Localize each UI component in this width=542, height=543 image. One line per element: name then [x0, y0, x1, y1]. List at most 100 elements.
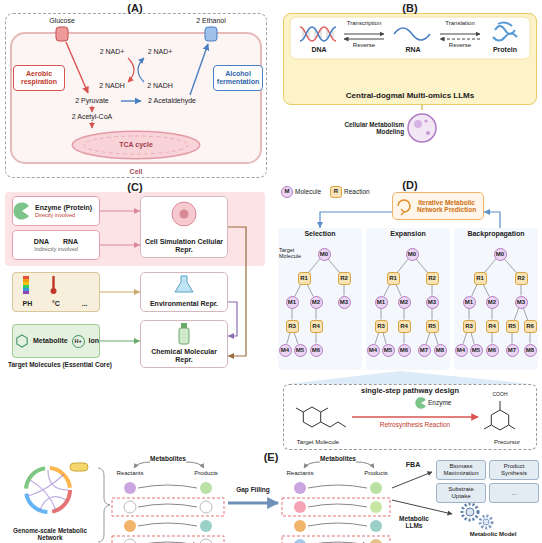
connector: [469, 309, 470, 320]
panel-b-art-part: [424, 119, 427, 122]
molecule-node: M8: [524, 344, 537, 357]
panel-e-art-part: [124, 482, 136, 494]
molecule-node: M8: [434, 344, 447, 357]
connector: [463, 332, 467, 344]
reaction-node: R2: [515, 272, 528, 285]
panel-e-art-part: [370, 520, 382, 532]
node-text: R2: [340, 275, 348, 281]
node-text: Ion: [89, 337, 100, 345]
panel-d-art-part: [282, 187, 293, 198]
panel-d-art-part: [401, 209, 404, 215]
reaction-node: R1: [387, 272, 400, 285]
node-text: Cell Simulation Cellular Repr.: [144, 238, 224, 254]
label: Protein: [487, 46, 523, 54]
node-text: M4: [281, 347, 289, 353]
panel-c-art-part: [140, 196, 228, 258]
label: Products: [356, 470, 396, 477]
node-text: Selection: [304, 230, 335, 238]
panel-d-art-part: [288, 371, 532, 384]
panel-e-art-part: [294, 501, 306, 513]
node-text: R1: [476, 275, 484, 281]
panel-e-art-part: [462, 504, 478, 520]
node-text: R2: [428, 275, 436, 281]
representation-box: Chemical Molecular Repr.: [140, 320, 228, 368]
node-text: R6: [526, 323, 534, 329]
label: Translation: [438, 20, 482, 27]
molecule-node: M4: [367, 344, 380, 357]
molecule-node: M1: [375, 296, 388, 309]
panel-e-art-part: [26, 468, 70, 512]
network-node: Genome-scale Metabolic Network: [4, 462, 96, 542]
node-text: TCA cycle: [119, 141, 153, 149]
label: M: [281, 188, 293, 195]
panel-e-art-part: [370, 501, 382, 513]
node-text: M6: [488, 347, 496, 353]
label: Products: [186, 470, 226, 477]
connector: [100, 291, 140, 292]
panel-e-art-part: [304, 462, 320, 468]
molecule-node: M6: [398, 344, 411, 357]
panel-b-art-part: [300, 27, 336, 41]
panel-d-art-part: [484, 401, 515, 429]
panel-d-art-part: [392, 192, 484, 220]
connector: [100, 244, 140, 245]
panel-c-art-part: [181, 323, 187, 328]
connector: [492, 309, 493, 320]
panel-c-art-part: [13, 202, 29, 219]
panel-e-art-part: [26, 468, 70, 512]
node-text: M2: [400, 299, 408, 305]
panel-e-art-part: [26, 468, 70, 512]
panel-b-art-part: [394, 28, 430, 40]
panel-d-art-part: [415, 397, 426, 409]
objective-box: ...: [489, 483, 539, 503]
node-text: R1: [300, 275, 308, 281]
connector: [404, 309, 405, 320]
label: Reverse: [344, 42, 384, 49]
connector: [295, 284, 301, 296]
representation-box: Cell Simulation Cellular Repr.: [140, 196, 228, 258]
molecule-node: M0: [318, 248, 331, 261]
reaction-node: R4: [398, 320, 411, 333]
connector: [432, 309, 433, 320]
node-text: Cellular Metabolism Modeling: [330, 121, 404, 135]
label: 2 NAD+: [143, 48, 177, 56]
node-text: Backpropagation: [467, 230, 524, 238]
panel-c-art-part: [12, 230, 100, 260]
cell-icon-node: Cellular Metabolism Modeling: [330, 110, 440, 146]
node-text: Aerobic respiration: [16, 70, 62, 86]
node-text: R5: [508, 323, 516, 329]
reaction-node: R1: [474, 272, 487, 285]
label: DNA: [304, 46, 334, 54]
molecule-node: M5: [470, 344, 483, 357]
panel-d-art-part: [491, 410, 508, 430]
connector: [375, 332, 379, 344]
molecule-node: M4: [455, 344, 468, 357]
connector: [523, 308, 527, 320]
connector: [471, 332, 474, 344]
node-text: M3: [428, 299, 436, 305]
panel-b-art-part: [493, 22, 517, 40]
node-text: Alcohol fermentation: [216, 70, 260, 86]
connector: [434, 332, 438, 344]
reaction-node: R3: [286, 320, 299, 333]
connector: [228, 227, 246, 356]
panel-a-art-part: [205, 27, 217, 41]
node-text: DNA: [34, 238, 49, 246]
molecule-node: M3: [515, 296, 528, 309]
panel-e-art-part: [98, 468, 110, 542]
node-text: Enzyme (Protein): [35, 204, 92, 212]
tree-panel: BackpropagationM0R1R2M1M2M3R3R4R5R6M4M5M…: [454, 228, 538, 370]
pathway-box: Alcohol fermentation: [213, 65, 263, 91]
node-text: R3: [377, 323, 385, 329]
panel-e-art-part: [70, 463, 88, 471]
panel-c-art-part: [52, 277, 55, 289]
label: 2 Ethanol: [188, 17, 234, 25]
node-text: Product Synthesis: [492, 463, 536, 477]
panel-b-art-part-part: [327, 30, 328, 38]
panel-c-art-part: [140, 272, 228, 312]
node-text: M2: [312, 299, 320, 305]
panel-e-art-part: [134, 462, 150, 468]
molecule-node: M3: [426, 296, 439, 309]
panel-c-art-part: [51, 288, 57, 294]
